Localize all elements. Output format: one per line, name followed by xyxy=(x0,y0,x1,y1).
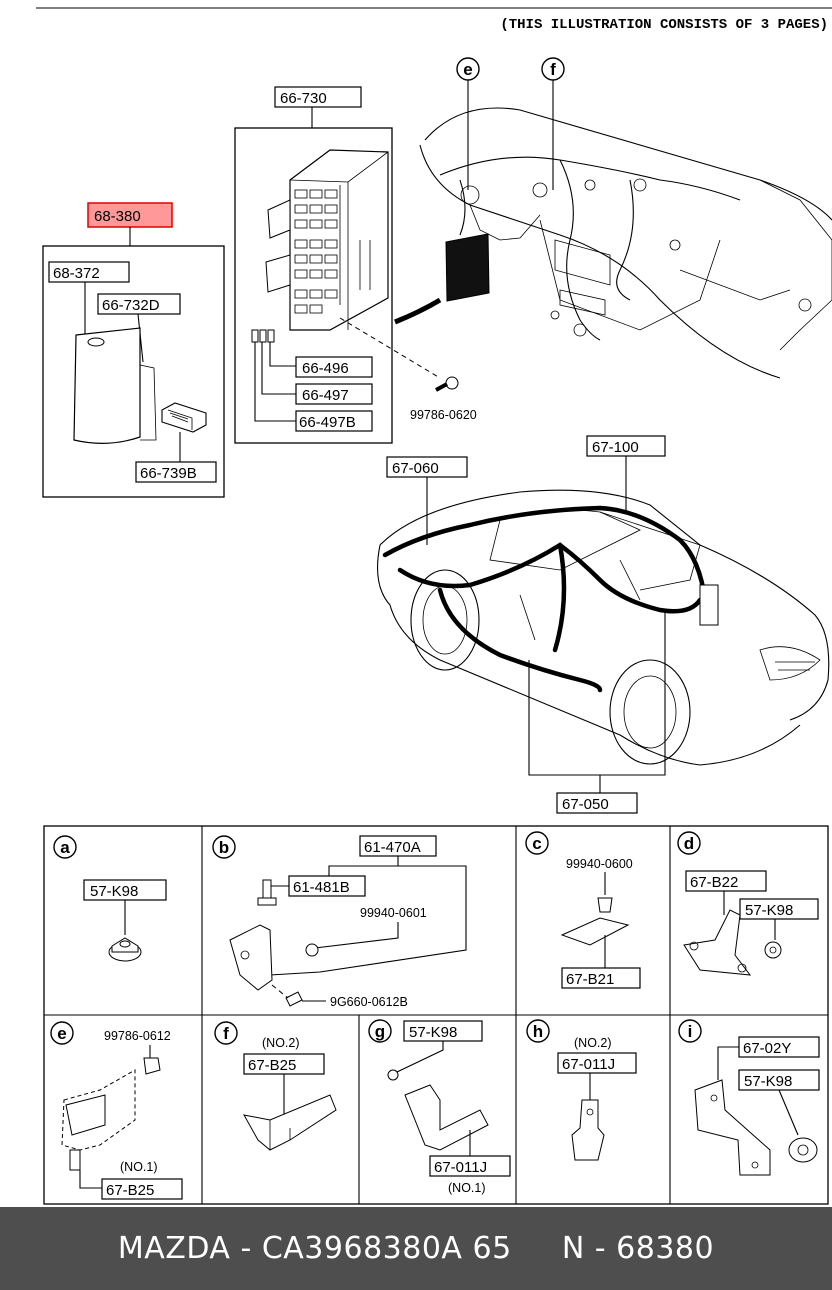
detail-h-letter: h xyxy=(533,1022,543,1041)
detail-panel-c: c 99940-0600 67-B21 xyxy=(525,831,641,989)
detail-d-part2-box[interactable] xyxy=(739,898,819,920)
detail-e-part1[interactable]: 67-B25 xyxy=(106,1182,154,1199)
detail-h-note: (NO.2) xyxy=(574,1036,612,1050)
part-label-68-380[interactable]: 68-380 xyxy=(94,208,141,225)
detail-g-letter: g xyxy=(375,1022,385,1041)
detail-c-letter: c xyxy=(532,834,541,853)
illustration-note: (THIS ILLUSTRATION CONSISTS OF 3 PAGES) xyxy=(500,17,828,33)
group-66-730-frame xyxy=(234,127,393,444)
detail-i-part1[interactable]: 67-02Y xyxy=(743,1040,791,1057)
detail-g-part2[interactable]: 67-011J xyxy=(434,1159,487,1176)
detail-panel-e: e 99786-0612 (NO.1) 67-B25 xyxy=(50,1021,183,1200)
part-label-66-730[interactable]: 66-730 xyxy=(280,90,327,107)
detail-i-part2[interactable]: 57-K98 xyxy=(744,1073,792,1090)
detail-panel-i: i 67-02Y 57-K98 xyxy=(678,1019,820,1176)
screw-drawing xyxy=(435,376,459,392)
part-label-66-497B-box[interactable] xyxy=(295,410,373,432)
detail-d-part2[interactable]: 57-K98 xyxy=(745,902,793,919)
footer-part-number: MAZDA - CA3968380A 65 N - 68380 xyxy=(117,1231,715,1266)
parts-diagram: (THIS ILLUSTRATION CONSISTS OF 3 PAGES) … xyxy=(36,7,832,1205)
part-label-67-060[interactable]: 67-060 xyxy=(392,460,439,477)
part-label-66-739B[interactable]: 66-739B xyxy=(140,465,197,482)
part-label-68-372[interactable]: 68-372 xyxy=(53,265,100,282)
part-label-66-496[interactable]: 66-496 xyxy=(302,360,349,377)
group-68-380-frame xyxy=(42,245,225,498)
fuse-puller-drawing xyxy=(161,402,207,433)
part-label-66-730-box[interactable] xyxy=(274,86,362,108)
detail-e-part1-box[interactable] xyxy=(101,1178,183,1200)
detail-i-letter: i xyxy=(688,1022,693,1041)
detail-panel-f: f (NO.2) 67-B25 xyxy=(214,1021,337,1151)
part-label-66-739B-box[interactable] xyxy=(135,461,217,483)
detail-panel-d: d 67-B22 57-K98 xyxy=(677,831,819,976)
part-label-66-732D-box[interactable] xyxy=(97,293,181,315)
detail-d-letter: d xyxy=(684,834,694,853)
callout-e-letter: e xyxy=(463,60,472,79)
detail-f-part1[interactable]: 67-B25 xyxy=(248,1057,296,1074)
detail-d-part1-box[interactable] xyxy=(685,870,767,892)
detail-b-part1[interactable]: 61-470A xyxy=(364,839,421,856)
fuse-block-drawing xyxy=(265,149,389,331)
fuse-clips-drawing xyxy=(251,329,275,343)
part-label-67-050[interactable]: 67-050 xyxy=(562,796,609,813)
detail-a-part1[interactable]: 57-K98 xyxy=(90,883,138,900)
detail-b-bolt1[interactable]: 99940-0601 xyxy=(360,906,427,920)
detail-g-part2-box[interactable] xyxy=(429,1155,511,1177)
detail-c-part1-box[interactable] xyxy=(561,967,641,989)
part-label-66-732D[interactable]: 66-732D xyxy=(102,297,160,314)
detail-d-part1[interactable]: 67-B22 xyxy=(690,874,738,891)
part-label-68-372-box[interactable] xyxy=(48,261,130,283)
screw-label-99786-0620[interactable]: 99786-0620 xyxy=(410,408,477,422)
group-66-730: 66-730 xyxy=(234,86,477,444)
detail-g-part1[interactable]: 57-K98 xyxy=(409,1024,457,1041)
detail-g-note: (NO.1) xyxy=(448,1181,486,1195)
detail-a-letter: a xyxy=(60,838,70,857)
detail-b-letter: b xyxy=(219,838,229,857)
detail-e-letter: e xyxy=(57,1024,66,1043)
part-label-66-497[interactable]: 66-497 xyxy=(302,387,349,404)
detail-e-bolt1[interactable]: 99786-0612 xyxy=(104,1029,171,1043)
part-label-66-497B[interactable]: 66-497B xyxy=(299,414,356,431)
detail-panel-a: a 57-K98 xyxy=(53,835,167,962)
detail-grid: a 57-K98 b 61-470A 61-481B 99940-0601 xyxy=(43,825,829,1205)
detail-b-part2[interactable]: 61-481B xyxy=(293,879,350,896)
part-label-66-497-box[interactable] xyxy=(295,383,373,405)
callout-f-letter: f xyxy=(550,60,556,79)
group-68-380: 68-380 68-372 66-732D 66-739B xyxy=(42,202,225,498)
footer-bar: MAZDA - CA3968380A 65 N - 68380 xyxy=(0,1207,832,1290)
detail-b-bolt2[interactable]: 9G660-0612B xyxy=(330,995,408,1009)
part-label-67-100[interactable]: 67-100 xyxy=(592,439,639,456)
detail-c-bolt1[interactable]: 99940-0600 xyxy=(566,857,633,871)
detail-h-part1-box[interactable] xyxy=(557,1052,637,1074)
detail-h-part1[interactable]: 67-011J xyxy=(562,1056,615,1073)
car-drawing: 67-060 67-100 67-050 xyxy=(377,435,830,814)
part-label-66-496-box[interactable] xyxy=(295,356,373,378)
detail-f-letter: f xyxy=(223,1024,229,1043)
detail-panel-b: b 61-470A 61-481B 99940-0601 9G660-0612B xyxy=(212,835,467,1009)
detail-f-note: (NO.2) xyxy=(262,1036,300,1050)
detail-e-note: (NO.1) xyxy=(120,1160,158,1174)
fuse-cover-drawing xyxy=(73,327,141,444)
nut-drawing xyxy=(108,937,142,962)
dashboard-drawing: e f xyxy=(394,57,832,379)
detail-panel-h: h (NO.2) 67-011J xyxy=(526,1019,637,1161)
detail-panel-g: g 57-K98 67-011J (NO.1) xyxy=(368,1019,511,1195)
part-label-67-050-box[interactable] xyxy=(556,792,638,814)
detail-c-part1[interactable]: 67-B21 xyxy=(566,971,614,988)
